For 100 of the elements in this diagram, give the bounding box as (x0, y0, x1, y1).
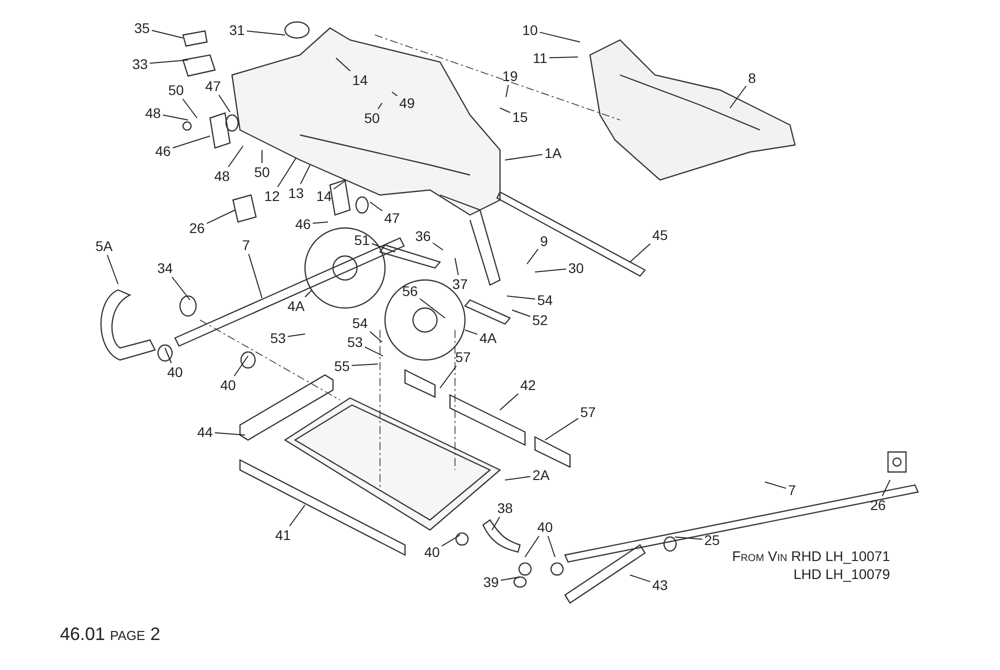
leader-line (106, 254, 118, 284)
callout-number: 52 (532, 312, 548, 328)
leader-line (214, 432, 246, 436)
leader-line (504, 476, 531, 480)
leader-line (164, 348, 172, 364)
callout-number: 37 (452, 276, 468, 292)
leader-line (506, 84, 509, 98)
leader-line (539, 32, 580, 42)
callout-number: 42 (520, 377, 536, 393)
leader-line (277, 158, 296, 188)
leader-line (419, 298, 446, 318)
leader-line (440, 366, 457, 388)
leader-line (206, 210, 236, 224)
leader-line (544, 418, 579, 440)
callout-number: 33 (132, 56, 148, 72)
leader-line (248, 254, 262, 298)
callout-number: 4A (479, 330, 497, 346)
callout-number: 55 (334, 358, 350, 374)
leader-line (172, 276, 190, 300)
callout-number: 36 (415, 228, 431, 244)
callout-number: 14 (316, 188, 332, 204)
leader-line (674, 536, 703, 540)
callout-number: 46 (295, 216, 311, 232)
callout-number: 31 (229, 22, 245, 38)
callout-number: 1A (544, 145, 562, 161)
callout-number: 49 (399, 95, 415, 111)
callout-number: 53 (347, 334, 363, 350)
callout-number: 47 (205, 78, 221, 94)
leader-line (630, 574, 651, 582)
leader-line (172, 136, 210, 148)
callout-number: 9 (540, 233, 548, 249)
leader-line (512, 310, 531, 317)
leader-line (524, 536, 540, 558)
callout-number: 4A (287, 298, 305, 314)
callout-number: 45 (652, 227, 668, 243)
leader-line (526, 248, 539, 264)
callout-number: 46 (155, 143, 171, 159)
callout-number: 11 (532, 50, 548, 66)
leader-line (464, 330, 478, 335)
callout-number: 47 (384, 210, 400, 226)
leader-line (534, 268, 567, 272)
callout-number: 19 (502, 68, 518, 84)
callout-number: 53 (270, 330, 286, 346)
callout-number: 54 (537, 292, 553, 308)
leader-line (312, 222, 328, 224)
leader-line (369, 331, 382, 342)
leader-line (364, 346, 384, 356)
callout-number: 57 (455, 349, 471, 365)
callout-number: 39 (483, 574, 499, 590)
leader-line (289, 504, 306, 526)
leader-line (504, 154, 543, 160)
leader-line (630, 243, 651, 262)
callout-number: 35 (134, 20, 150, 36)
leader-line (506, 296, 536, 300)
leader-line (351, 364, 378, 366)
leader-line (441, 534, 460, 547)
callout-number: 38 (497, 500, 513, 516)
leader-line (333, 180, 346, 190)
callout-number: 40 (537, 519, 553, 535)
callout-number: 50 (364, 110, 380, 126)
callout-number: 12 (264, 188, 280, 204)
leader-line (304, 290, 312, 298)
leader-line (492, 516, 500, 530)
callout-number: 50 (168, 82, 184, 98)
callout-number: 5A (95, 238, 113, 254)
note-text: LHD LH_10079 (793, 566, 890, 582)
leader-line (149, 60, 188, 64)
leader-line (730, 86, 747, 108)
page-number: 46.01 page 2 (60, 626, 160, 642)
leader-line (287, 334, 306, 337)
callout-number: 7 (788, 482, 796, 498)
callout-number: 26 (189, 220, 205, 236)
leader-line (500, 108, 511, 114)
callout-number: 25 (704, 532, 720, 548)
callout-number: 43 (652, 577, 668, 593)
leader-line (764, 482, 787, 489)
leader-line (454, 258, 459, 276)
callout-number: 34 (157, 260, 173, 276)
callout-number: 10 (522, 22, 538, 38)
callout-number: 48 (145, 105, 161, 121)
leader-line (300, 164, 310, 184)
leader-line (500, 576, 520, 581)
callout-number: 56 (402, 283, 418, 299)
callout-number: 51 (354, 232, 370, 248)
callout-number: 54 (352, 315, 368, 331)
note-text: From Vin RHD LH_10071 (732, 548, 890, 564)
callout-number: 13 (288, 185, 304, 201)
callout-number: 48 (214, 168, 230, 184)
leader-line (151, 30, 184, 38)
leader-line (371, 243, 396, 252)
callout-number: 57 (580, 404, 596, 420)
callout-number: 2A (532, 467, 550, 483)
callout-number: 7 (242, 237, 250, 253)
leader-line (370, 202, 383, 212)
callout-number: 40 (167, 364, 183, 380)
callout-number: 40 (220, 377, 236, 393)
leader-line (336, 58, 351, 72)
callout-number: 15 (512, 109, 528, 125)
leader-line (548, 56, 578, 58)
callout-number: 50 (254, 164, 270, 180)
